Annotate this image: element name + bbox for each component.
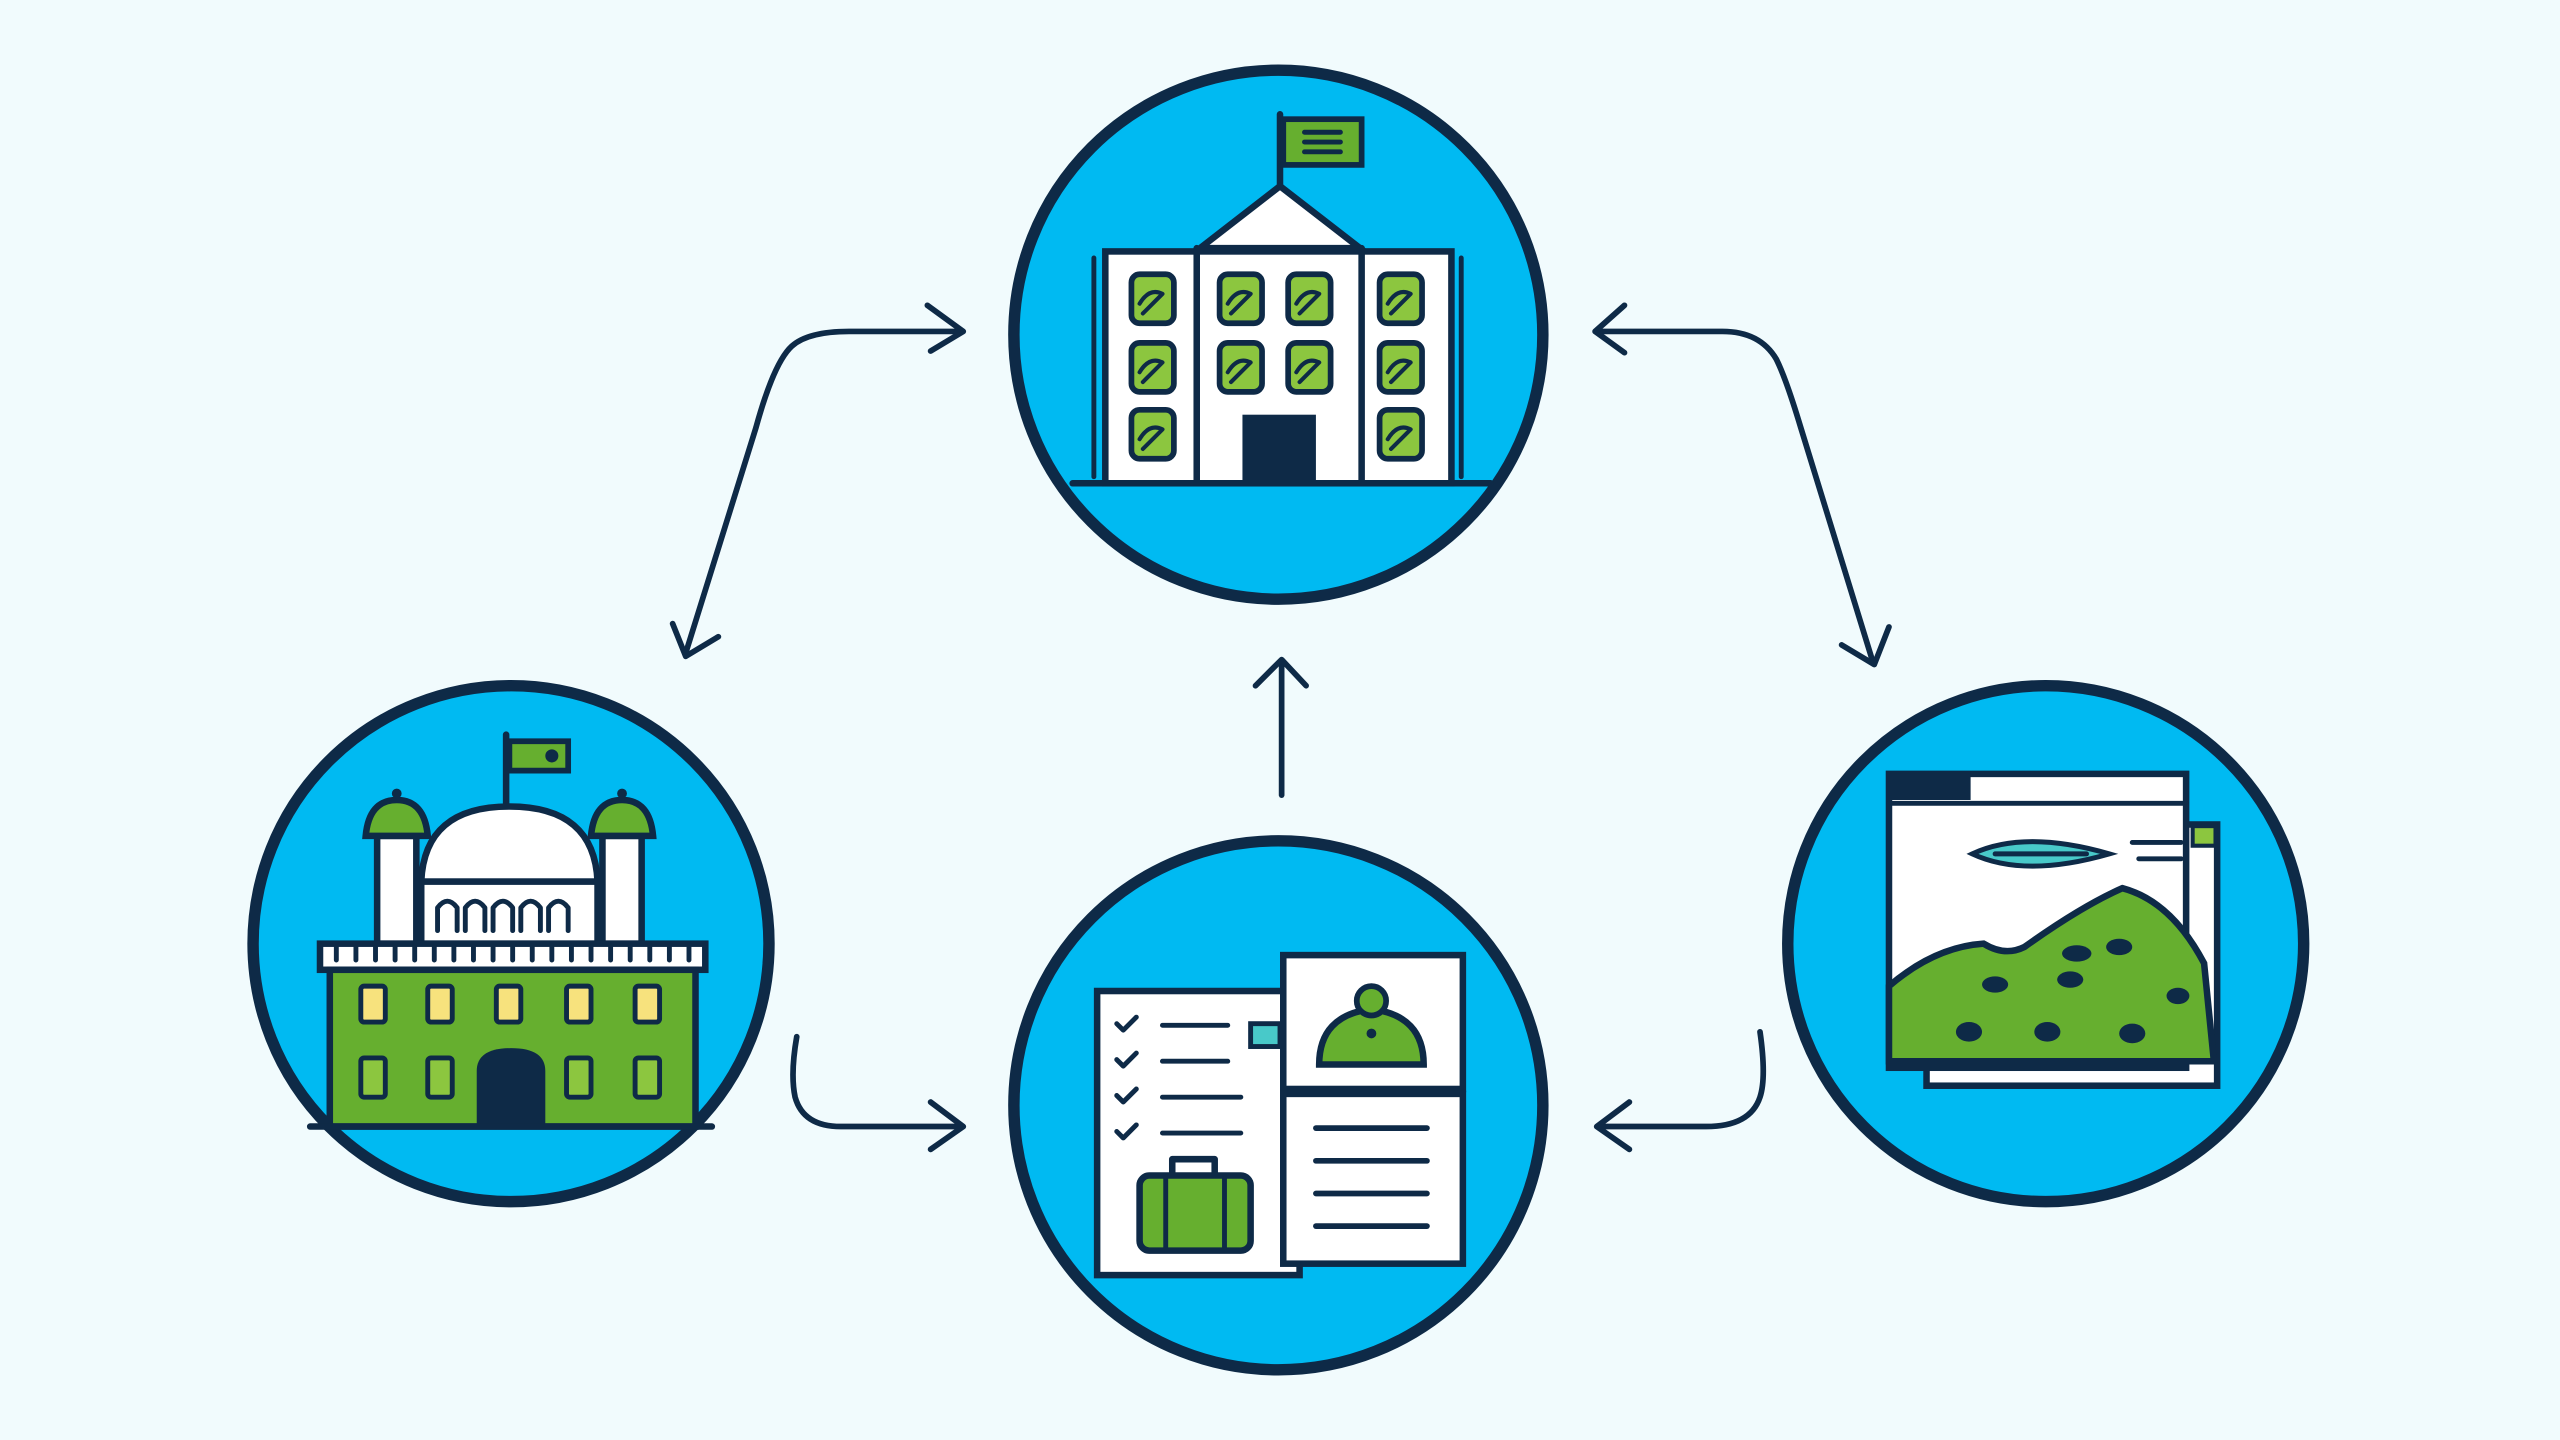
connector-right-bottom <box>1593 1028 1767 1153</box>
government-capitol-icon <box>306 731 716 1130</box>
person-avatar-icon <box>1315 983 1427 1068</box>
document-checklist-icon <box>1093 951 1467 1279</box>
school-door <box>1242 414 1316 484</box>
connector-left-bottom <box>790 1033 967 1153</box>
connector-left-top <box>669 302 967 660</box>
connector-right-top <box>1592 302 1892 668</box>
suitcase-icon <box>1136 1155 1254 1254</box>
capitol-flag <box>506 738 572 774</box>
node-capitol <box>247 680 775 1208</box>
node-landscape <box>1782 680 2310 1208</box>
capitol-door <box>476 1048 546 1127</box>
green-hills <box>1885 884 2218 1065</box>
connector-bottom-top <box>1252 656 1309 798</box>
landscape-window-icon <box>1885 770 2221 1089</box>
node-school <box>1008 64 1549 605</box>
school-building-icon <box>1069 111 1494 487</box>
node-documents <box>1008 835 1549 1376</box>
